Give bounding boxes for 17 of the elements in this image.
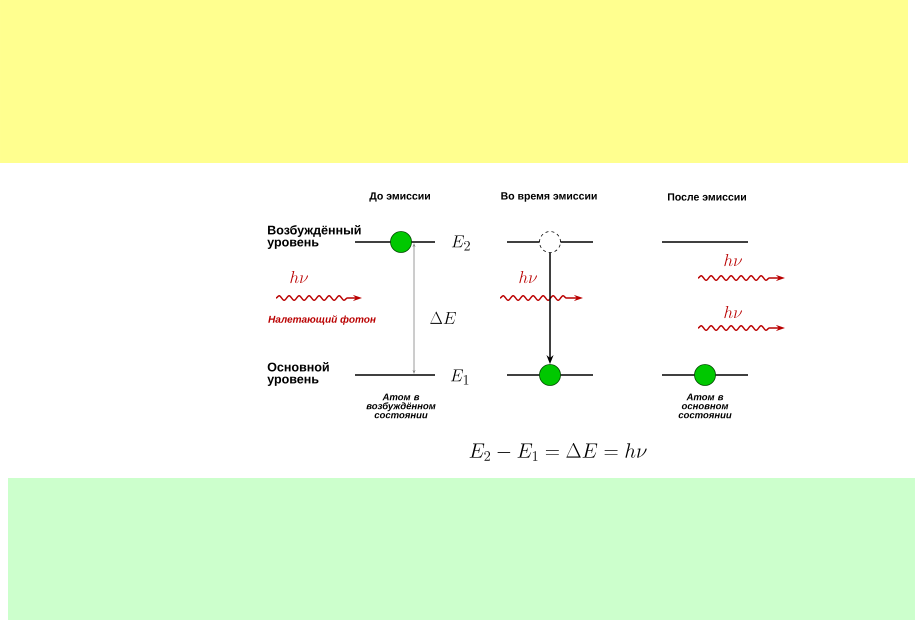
column-heading: До эмиссии	[369, 192, 430, 202]
level-label: Основной уровень	[267, 362, 329, 386]
band	[8, 478, 915, 620]
column-heading: Во время эмиссии	[501, 192, 597, 202]
electron-circle	[694, 364, 716, 386]
state-caption: Атом в возбуждённом состоянии	[366, 394, 436, 418]
photon-caption: Налетающий фотон	[268, 315, 376, 325]
electron-circle	[390, 231, 412, 253]
band	[0, 0, 908, 163]
empty-electron-circle	[539, 231, 561, 253]
photon-label: $h\nu$	[724, 306, 742, 318]
delta-symbol: $\Delta E$	[430, 312, 456, 324]
electron-circle	[539, 364, 561, 386]
level-symbol: $E_2$	[452, 235, 470, 251]
level-symbol: $E_1$	[450, 369, 468, 385]
photon-label: $h\nu$	[290, 271, 308, 284]
photon-label: $h\nu$	[724, 254, 742, 266]
